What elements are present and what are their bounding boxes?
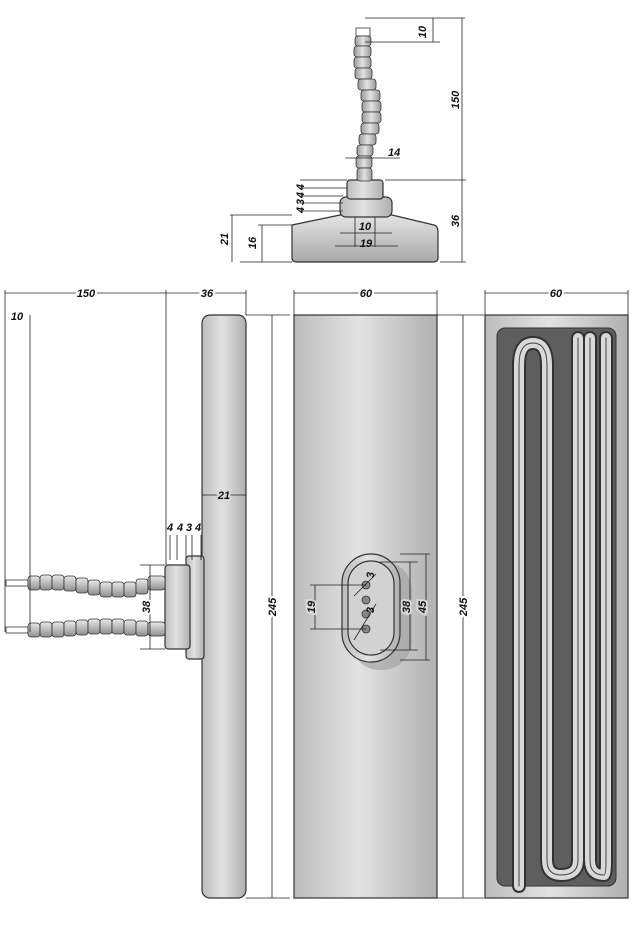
top-view-wire: [353, 27, 382, 182]
side-view-wire-upper: [5, 574, 166, 598]
front-view-dim-outer-span: 45: [417, 600, 429, 614]
side-view-dim-depth: 36: [201, 288, 214, 300]
side-view-dim-step-3: 3: [186, 522, 192, 534]
front-view-dim-pin-spacing: 19: [306, 600, 318, 613]
side-view-connector-front: [164, 564, 191, 650]
front-view: 60 19 3 3 38 45 245: [293, 286, 484, 899]
side-view-dim-step-1: 4: [166, 522, 173, 534]
top-view-neck: [346, 179, 384, 200]
back-view: 60: [484, 286, 629, 899]
side-view-dim-terminal-span: 38: [141, 600, 153, 613]
side-view-wire-lower: [5, 618, 166, 638]
front-view-pin-2: [361, 595, 371, 605]
top-view-dim-step-1: 4: [295, 184, 307, 191]
top-view-dim-flange-height: 16: [247, 236, 259, 249]
back-view-dim-width: 60: [550, 288, 563, 300]
top-view-dim-wire-length: 150: [450, 90, 462, 109]
side-view-dim-height: 245: [267, 597, 279, 617]
top-view-dim-base-height: 21: [219, 233, 231, 246]
top-view-collar: [339, 196, 393, 218]
top-view-dim-total-height: 36: [450, 214, 462, 227]
top-view-dim-wire-diameter: 14: [388, 147, 400, 159]
front-view-dim-width: 60: [360, 288, 373, 300]
top-view: 10 150 14 4 4 3 4 36 10 19 21 16: [219, 17, 466, 263]
side-view-dim-step-2: 4: [176, 522, 183, 534]
top-view-base: [291, 214, 439, 263]
side-view-slab: [201, 314, 247, 899]
front-view-dim-height: 245: [458, 597, 470, 617]
front-view-dim-inner-span: 38: [401, 600, 413, 613]
top-view-dim-step-3: 3: [295, 199, 307, 205]
side-view-dim-step-4: 4: [194, 522, 201, 534]
top-view-dim-wire-end: 10: [417, 25, 429, 38]
top-view-dim-base-width: 19: [360, 238, 373, 250]
top-view-dim-step-4: 4: [295, 207, 307, 214]
side-view-dim-thickness: 21: [217, 490, 230, 502]
front-view-dim-pin-label-b: 3: [365, 607, 377, 613]
side-view-dim-wire-length: 150: [77, 288, 96, 300]
top-view-dim-inner-width: 10: [359, 221, 372, 233]
back-view-heating-element-line: [518, 337, 607, 887]
front-view-dim-pin-label-a: 3: [365, 572, 377, 578]
side-view: 150 36 10 21 4 4 3 4 38 245: [4, 286, 290, 899]
top-view-dim-step-2: 4: [295, 192, 307, 199]
side-view-dim-wire-end: 10: [11, 311, 24, 323]
